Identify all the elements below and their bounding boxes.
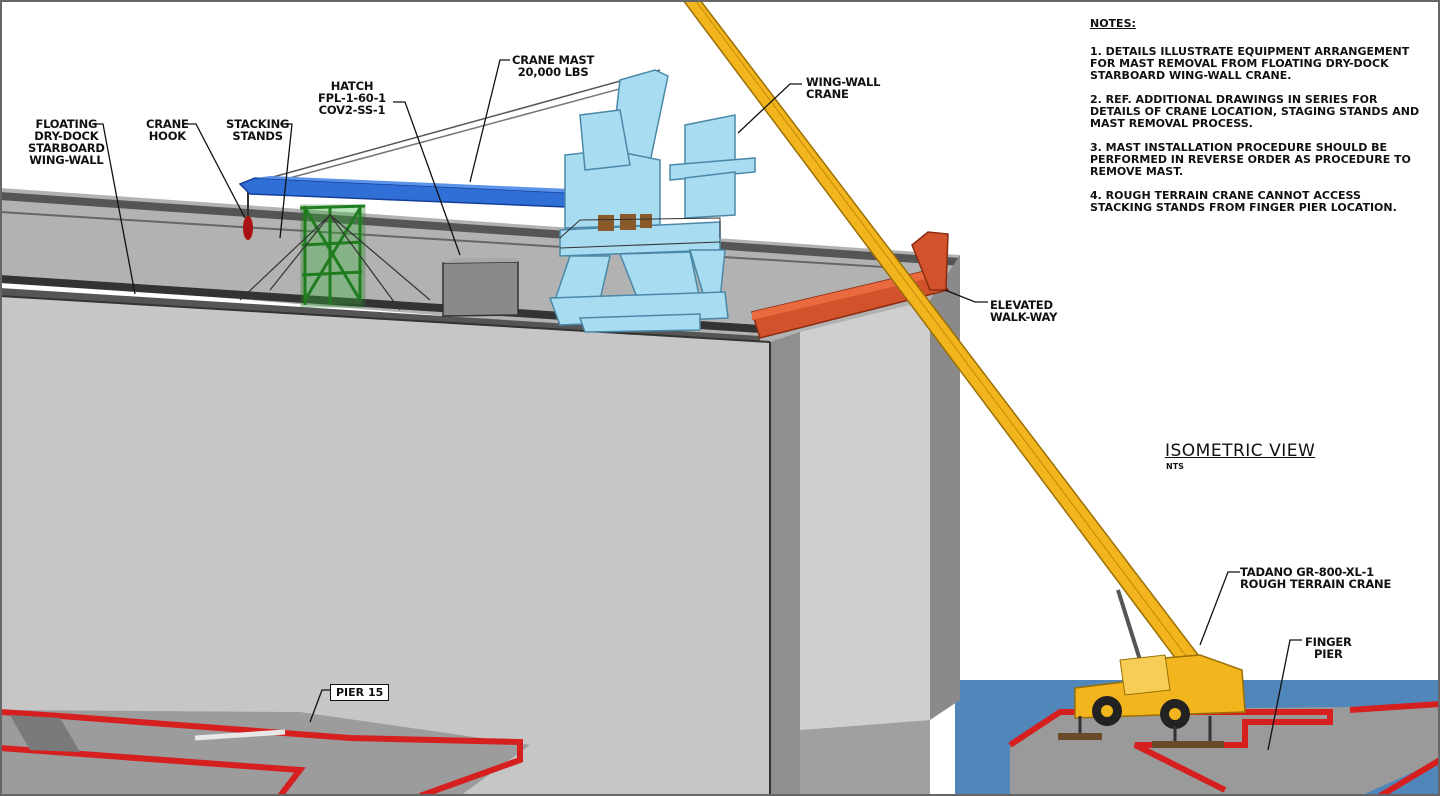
callout-stacking-stands: STACKING STANDS [226, 117, 290, 143]
view-title: ISOMETRIC VIEW [1165, 441, 1316, 461]
hatch-box [442, 261, 519, 317]
callout-tadano-crane: TADANO GR-800-XL-1 ROUGH TERRAIN CRANE [1240, 565, 1392, 591]
mobile-crane-carrier [1058, 654, 1246, 748]
callout-pier-15: PIER 15 [330, 684, 390, 701]
note-3: 3. MAST INSTALLATION PROCEDURE SHOULD BE… [1090, 141, 1411, 178]
callout-crane-mast: CRANE MAST 20,000 LBS [512, 53, 595, 79]
pier15-deck [0, 710, 530, 796]
wall-face [0, 296, 770, 796]
deck-rail-line [0, 211, 901, 269]
guy-wires [239, 214, 431, 311]
pier15-edge [0, 709, 523, 796]
notes-title: NOTES: [1090, 17, 1136, 30]
leader-lines [92, 59, 1302, 751]
wall-end-face [800, 300, 930, 730]
pier15-bar [194, 729, 286, 741]
pier15-edge-2 [0, 745, 306, 796]
callout-elevated-walkway: ELEVATED WALK-WAY [990, 298, 1058, 324]
crane-mast [238, 69, 661, 211]
finger-pier-edge-3 [1378, 757, 1440, 796]
note-1: 1. DETAILS ILLUSTRATE EQUIPMENT ARRANGEM… [1090, 45, 1410, 82]
crane-hook [243, 190, 253, 240]
pier15-stairs [10, 715, 80, 752]
notes-block: NOTES: 1. DETAILS ILLUSTRATE EQUIPMENT A… [1090, 18, 1425, 226]
wall-outline-2 [0, 295, 771, 343]
deck-rail-front [0, 288, 760, 342]
callout-floating-drydock: FLOATING DRY-DOCK STARBOARD WING-WALL [28, 117, 105, 167]
finger-pier-edge-2 [1349, 701, 1440, 713]
wall-end-side [930, 255, 960, 720]
crane-machinery [598, 214, 652, 231]
callout-hatch: HATCH FPL-1-60-1 COV2-SS-1 [318, 79, 386, 117]
wall-end-lower [800, 720, 930, 796]
stacking-stand [299, 204, 366, 308]
finger-pier [1010, 706, 1440, 796]
note-4: 4. ROUGH TERRAIN CRANE CANNOT ACCESS STA… [1090, 189, 1397, 214]
crane-railings [559, 217, 721, 249]
note-2: 2. REF. ADDITIONAL DRAWINGS IN SERIES FO… [1090, 93, 1420, 130]
wing-wall-crane [548, 69, 756, 333]
hatch-top [443, 258, 518, 263]
callout-crane-hook: CRANE HOOK [146, 117, 189, 143]
view-scale: NTS [1166, 462, 1184, 471]
callout-finger-pier: FINGER PIER [1305, 635, 1352, 661]
callout-wing-wall-crane: WING-WALL CRANE [806, 75, 881, 101]
wall-pilaster-dark [770, 332, 800, 796]
